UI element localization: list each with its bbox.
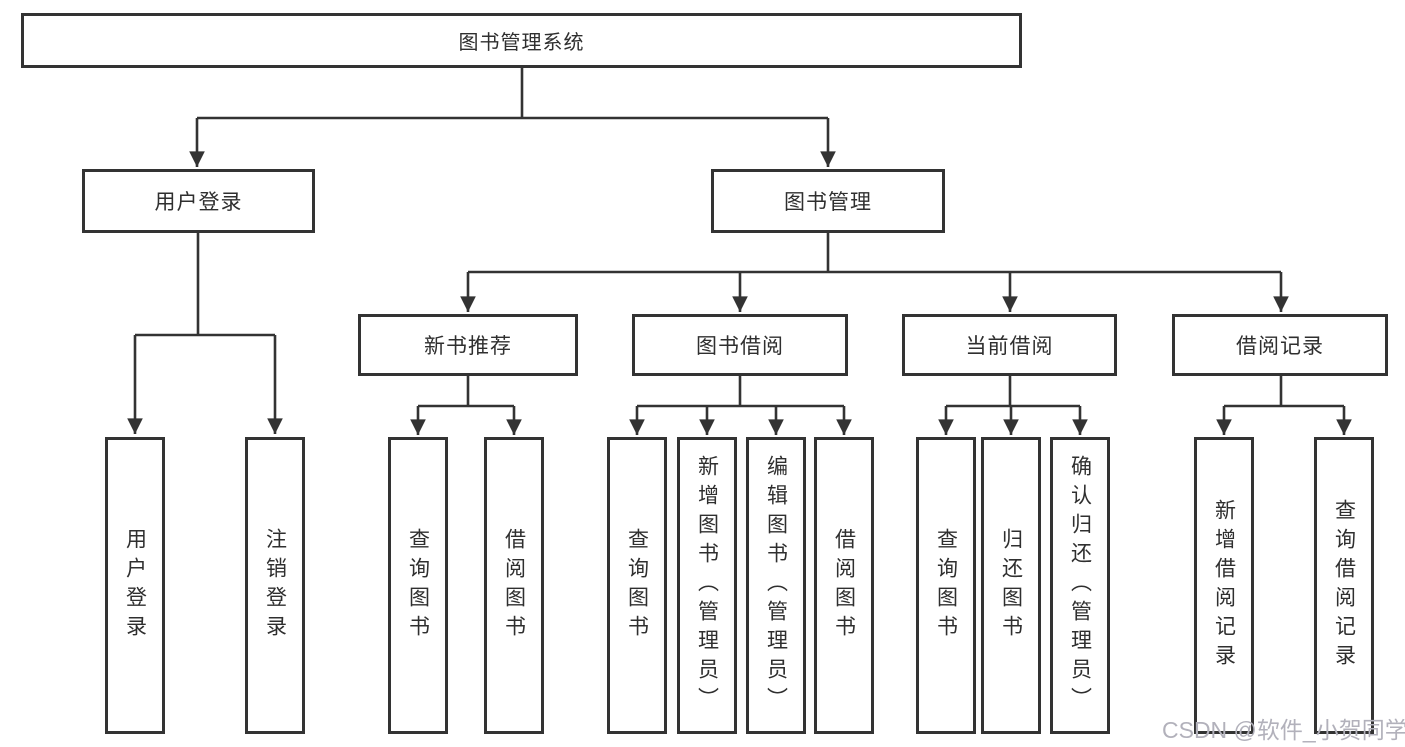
leaf-label: 借阅图书	[832, 527, 856, 644]
leaf-newbook-borrow-books: 借阅图书	[484, 437, 544, 734]
leaf-current-confirm-return-admin: 确认归还（管理员）	[1050, 437, 1110, 734]
leaf-label: 编辑图书（管理员）	[764, 455, 788, 716]
node-book-management: 图书管理	[711, 169, 945, 233]
node-library-management-system: 图书管理系统	[21, 13, 1022, 68]
leaf-label: 归还图书	[999, 527, 1023, 644]
node-borrow-records: 借阅记录	[1172, 314, 1388, 376]
leaf-newbook-query-books: 查询图书	[388, 437, 448, 734]
leaf-user-login: 用户登录	[105, 437, 165, 734]
leaf-borrow-query-books: 查询图书	[607, 437, 667, 734]
node-user-login: 用户登录	[82, 169, 315, 233]
node-label: 新书推荐	[424, 335, 512, 358]
leaf-label: 用户登录	[123, 527, 147, 644]
leaf-label: 新增借阅记录	[1212, 498, 1236, 673]
leaf-label: 查询图书	[406, 527, 430, 644]
node-label: 借阅记录	[1236, 335, 1324, 358]
leaf-records-query-record: 查询借阅记录	[1314, 437, 1374, 734]
leaf-label: 注销登录	[263, 527, 287, 644]
leaf-label: 确认归还（管理员）	[1068, 455, 1092, 716]
node-label: 图书借阅	[696, 335, 784, 358]
leaf-label: 查询图书	[625, 527, 649, 644]
leaf-borrow-edit-books-admin: 编辑图书（管理员）	[746, 437, 806, 734]
leaf-logout: 注销登录	[245, 437, 305, 734]
node-current-borrow: 当前借阅	[902, 314, 1117, 376]
node-book-borrow: 图书借阅	[632, 314, 848, 376]
leaf-borrow-borrow-books: 借阅图书	[814, 437, 874, 734]
leaf-label: 查询图书	[934, 527, 958, 644]
leaf-label: 新增图书（管理员）	[695, 455, 719, 716]
leaf-current-return-books: 归还图书	[981, 437, 1041, 734]
csdn-watermark: CSDN @软件_小贺同学	[1162, 717, 1405, 743]
leaf-label: 借阅图书	[502, 527, 526, 644]
node-label: 用户登录	[154, 191, 243, 214]
leaf-records-add-record: 新增借阅记录	[1194, 437, 1254, 734]
node-label: 图书管理系统	[458, 32, 585, 54]
node-label: 当前借阅	[965, 335, 1054, 358]
leaf-label: 查询借阅记录	[1332, 498, 1356, 673]
leaf-borrow-add-books-admin: 新增图书（管理员）	[677, 437, 737, 734]
node-new-book-recommend: 新书推荐	[358, 314, 578, 376]
node-label: 图书管理	[784, 191, 872, 214]
leaf-current-query-books: 查询图书	[916, 437, 976, 734]
